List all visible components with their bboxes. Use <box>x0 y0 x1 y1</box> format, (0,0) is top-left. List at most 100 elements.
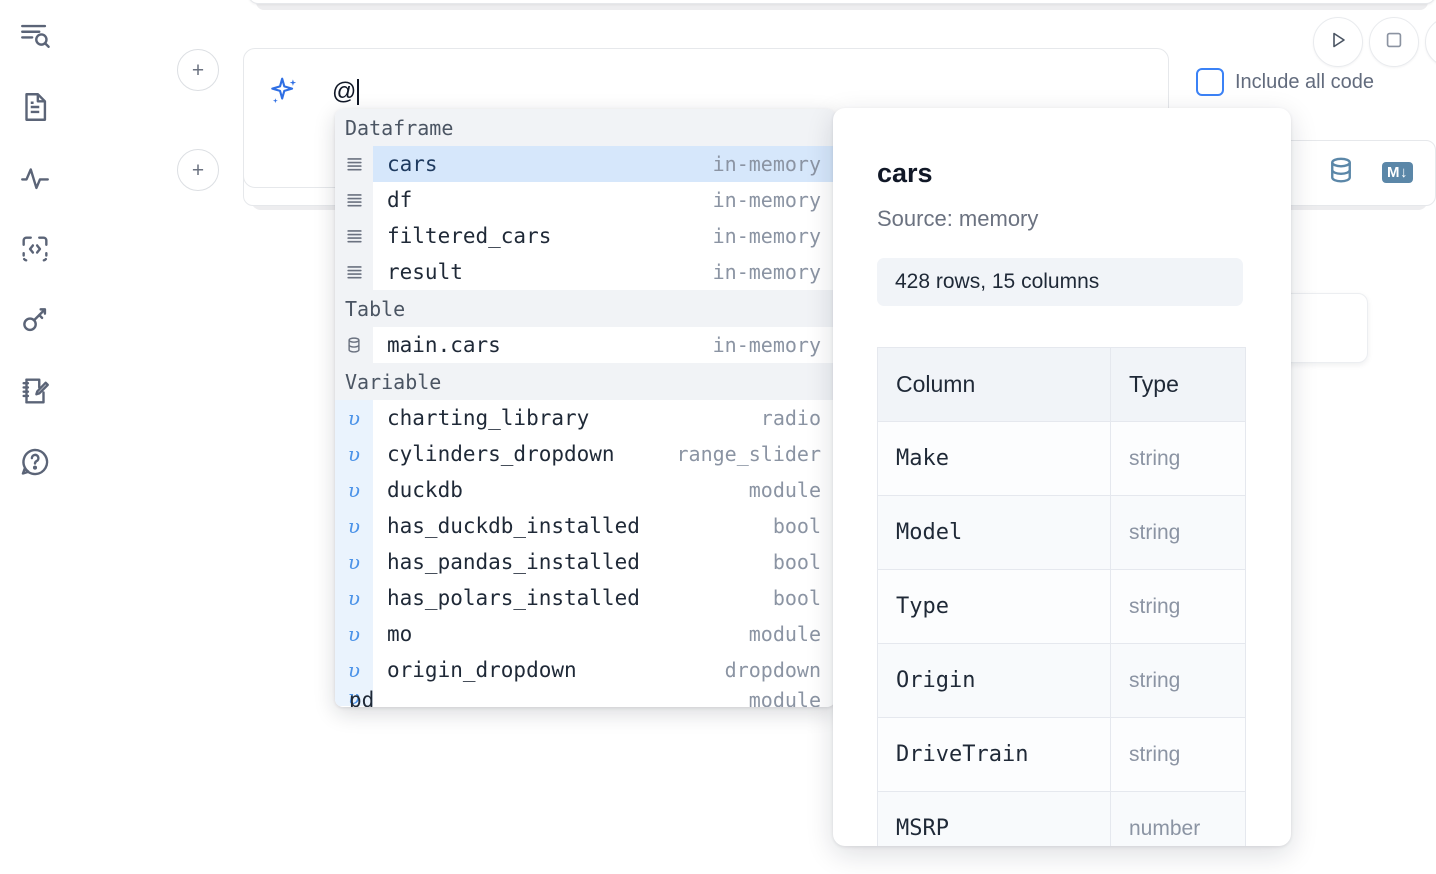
autocomplete-item-pd[interactable]: υ pd module <box>335 685 835 707</box>
variable-icon: υ <box>335 400 373 436</box>
schema-column-name: Make <box>877 421 1111 496</box>
stop-square-icon <box>1383 29 1405 56</box>
schema-column-type: string <box>1110 717 1246 792</box>
autocomplete-item-charting-library[interactable]: υ charting_library radio <box>335 400 835 436</box>
variable-icon: υ <box>335 436 373 472</box>
schema-column-type: string <box>1110 421 1246 496</box>
autocomplete-item-has-pandas-installed[interactable]: υ has_pandas_installed bool <box>335 544 835 580</box>
autocomplete-item-df[interactable]: df in-memory <box>335 182 835 218</box>
table-row: Type string <box>877 569 1246 644</box>
more-actions-button[interactable] <box>1425 17 1436 67</box>
autocomplete-item-name: result <box>387 260 463 284</box>
preview-source: Source: memory <box>877 206 1039 231</box>
autocomplete-item-result[interactable]: result in-memory <box>335 254 835 290</box>
autocomplete-item-name: df <box>387 188 413 212</box>
preview-schema-table: Column Type Make string Model string Typ… <box>877 347 1246 846</box>
help-chat-icon[interactable] <box>14 441 56 483</box>
autocomplete-item-name: cars <box>387 152 438 176</box>
text-caret <box>357 79 360 105</box>
variable-icon: υ <box>335 472 373 508</box>
variable-icon: υ <box>335 508 373 544</box>
schema-column-type: number <box>1110 791 1246 846</box>
schema-column-type: string <box>1110 569 1246 644</box>
autocomplete-item-name: filtered_cars <box>387 224 552 248</box>
variable-icon: υ <box>335 652 373 688</box>
table-row: Model string <box>877 495 1246 570</box>
markdown-icon[interactable]: M↓ <box>1382 162 1413 183</box>
dataframe-preview-panel: cars Source: memory 428 rows, 15 columns… <box>833 108 1291 846</box>
schema-column-type: string <box>1110 643 1246 718</box>
autocomplete-item-origin-dropdown[interactable]: υ origin_dropdown dropdown <box>335 652 835 688</box>
table-row: DriveTrain string <box>877 717 1246 792</box>
play-icon <box>1326 28 1350 57</box>
autocomplete-item-type: in-memory <box>712 152 821 176</box>
cell-icon-group: M↓ <box>1326 155 1413 190</box>
autocomplete-item-name: cylinders_dropdown <box>387 442 615 466</box>
schema-column-name: MSRP <box>877 791 1111 846</box>
include-all-code-checkbox[interactable] <box>1196 68 1224 96</box>
preview-stats-badge: 428 rows, 15 columns <box>877 258 1243 306</box>
autocomplete-item-duckdb[interactable]: υ duckdb module <box>335 472 835 508</box>
schema-column-name: DriveTrain <box>877 717 1111 792</box>
stop-cell-button[interactable] <box>1369 17 1419 67</box>
preview-title: cars <box>877 158 933 188</box>
autocomplete-item-type: in-memory <box>712 224 821 248</box>
autocomplete-item-filtered-cars[interactable]: filtered_cars in-memory <box>335 218 835 254</box>
column-header-column: Column <box>877 347 1111 422</box>
table-row: Make string <box>877 421 1246 496</box>
autocomplete-item-type: module <box>748 688 821 707</box>
autocomplete-item-main-cars[interactable]: main.cars in-memory <box>335 327 835 363</box>
add-cell-button-bottom[interactable]: + <box>177 149 219 191</box>
include-all-code-control[interactable]: Include all code <box>1196 68 1374 96</box>
database-icon[interactable] <box>1326 155 1356 190</box>
autocomplete-section-header: Variable <box>335 363 835 400</box>
left-icon-rail <box>0 0 70 874</box>
notebook-file-icon[interactable] <box>14 86 56 128</box>
explore-search-icon[interactable] <box>14 15 56 57</box>
scratchpad-edit-icon[interactable] <box>14 370 56 412</box>
plus-icon: + <box>191 58 205 82</box>
activity-pulse-icon[interactable] <box>14 157 56 199</box>
ai-prompt-input[interactable]: @ <box>332 75 1132 109</box>
table-row: MSRP number <box>877 791 1246 846</box>
dataframe-icon <box>335 182 373 218</box>
autocomplete-item-has-polars-installed[interactable]: υ has_polars_installed bool <box>335 580 835 616</box>
add-cell-button-top[interactable]: + <box>177 49 219 91</box>
autocomplete-item-mo[interactable]: υ mo module <box>335 616 835 652</box>
previous-cell <box>248 0 1436 4</box>
autocomplete-item-type: in-memory <box>712 333 821 357</box>
autocomplete-item-name: has_pandas_installed <box>387 550 640 574</box>
autocomplete-item-name: duckdb <box>387 478 463 502</box>
run-cell-button[interactable] <box>1313 17 1363 67</box>
autocomplete-item-cars[interactable]: cars in-memory <box>335 146 835 182</box>
autocomplete-dropdown[interactable]: Dataframe cars in-memory df in-memory fi… <box>335 109 835 707</box>
table-header-row: Column Type <box>877 347 1246 422</box>
ai-sparkle-icon <box>268 75 302 109</box>
autocomplete-section-header: Table <box>335 290 835 327</box>
autocomplete-item-name: pd <box>349 688 375 707</box>
secrets-key-icon[interactable] <box>14 299 56 341</box>
dataframe-icon <box>335 254 373 290</box>
autocomplete-item-type: module <box>748 622 821 646</box>
schema-column-name: Type <box>877 569 1111 644</box>
autocomplete-section-header: Dataframe <box>335 109 835 146</box>
column-header-type: Type <box>1110 347 1246 422</box>
ai-prompt-value: @ <box>332 78 357 105</box>
markdown-badge-letter: M <box>1387 164 1400 181</box>
autocomplete-item-name: main.cars <box>387 333 501 357</box>
table-row: Origin string <box>877 643 1246 718</box>
autocomplete-item-name: origin_dropdown <box>387 658 577 682</box>
variable-icon: υ <box>335 580 373 616</box>
autocomplete-item-cylinders-dropdown[interactable]: υ cylinders_dropdown range_slider <box>335 436 835 472</box>
autocomplete-item-type: bool <box>772 550 821 574</box>
autocomplete-item-type: bool <box>772 586 821 610</box>
autocomplete-item-type: in-memory <box>712 260 821 284</box>
autocomplete-item-name: has_duckdb_installed <box>387 514 640 538</box>
previous-cell-shadow <box>256 2 1428 10</box>
dataframe-icon <box>335 146 373 182</box>
schema-column-type: string <box>1110 495 1246 570</box>
code-snippet-icon[interactable] <box>14 228 56 270</box>
autocomplete-item-type: module <box>748 478 821 502</box>
autocomplete-item-has-duckdb-installed[interactable]: υ has_duckdb_installed bool <box>335 508 835 544</box>
